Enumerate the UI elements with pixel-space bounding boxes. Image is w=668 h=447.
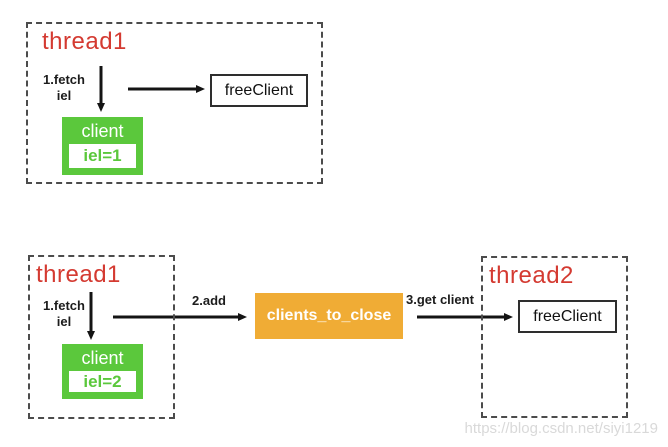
thread1-title-bottom: thread1 [36, 261, 121, 288]
fetch-label-top-line1: 1.fetch [43, 72, 85, 87]
get-client-label: 3.get client [406, 292, 474, 307]
watermark-text: https://blog.csdn.net/siyi1219 [464, 420, 658, 437]
fetch-label-top-line2: iel [56, 88, 72, 104]
client-box-top: client iel=1 [62, 117, 143, 175]
thread2-box [481, 256, 628, 418]
client-value-bottom: iel=2 [83, 371, 122, 391]
client-value-top: iel=1 [83, 146, 122, 165]
client-value-box-top: iel=1 [69, 144, 136, 168]
thread2-title: thread2 [489, 262, 574, 289]
fetch-label-bottom-line1: 1.fetch [43, 298, 85, 313]
thread1-title-top: thread1 [42, 28, 127, 55]
fetch-label-bottom: 1.fetch iel [40, 298, 88, 331]
client-box-bottom: client iel=2 [62, 344, 143, 399]
freeclient-box-top: freeClient [210, 74, 308, 107]
clients-to-close-box: clients_to_close [255, 293, 403, 339]
client-value-box-bottom: iel=2 [69, 371, 136, 392]
client-title-bottom: client [81, 348, 124, 368]
fetch-label-bottom-line2: iel [56, 314, 72, 330]
clients-to-close-label: clients_to_close [266, 307, 392, 324]
freeclient-label-top: freeClient [224, 81, 294, 99]
thread1-box-bottom [28, 255, 175, 419]
freeclient-label-bottom: freeClient [533, 307, 602, 325]
add-label: 2.add [192, 293, 226, 308]
thread1-box-top [26, 22, 323, 184]
fetch-label-top: 1.fetch iel [40, 72, 88, 105]
freeclient-box-bottom: freeClient [518, 300, 617, 333]
client-title-top: client [81, 121, 124, 141]
